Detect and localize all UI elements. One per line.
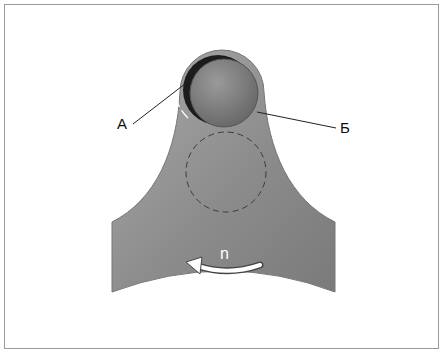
arrow-head (186, 257, 202, 274)
rotation-label: n (220, 246, 229, 262)
rotation-arrow-outline (198, 265, 260, 271)
ball-position-dashed (186, 132, 266, 212)
rotation-arrow (198, 265, 260, 271)
tool-body (112, 50, 335, 292)
part-label: Б (340, 120, 350, 135)
leader-line (133, 80, 190, 124)
leader-line (257, 112, 336, 128)
frame (5, 5, 439, 349)
part-label: А (117, 116, 127, 131)
ball (190, 59, 258, 127)
